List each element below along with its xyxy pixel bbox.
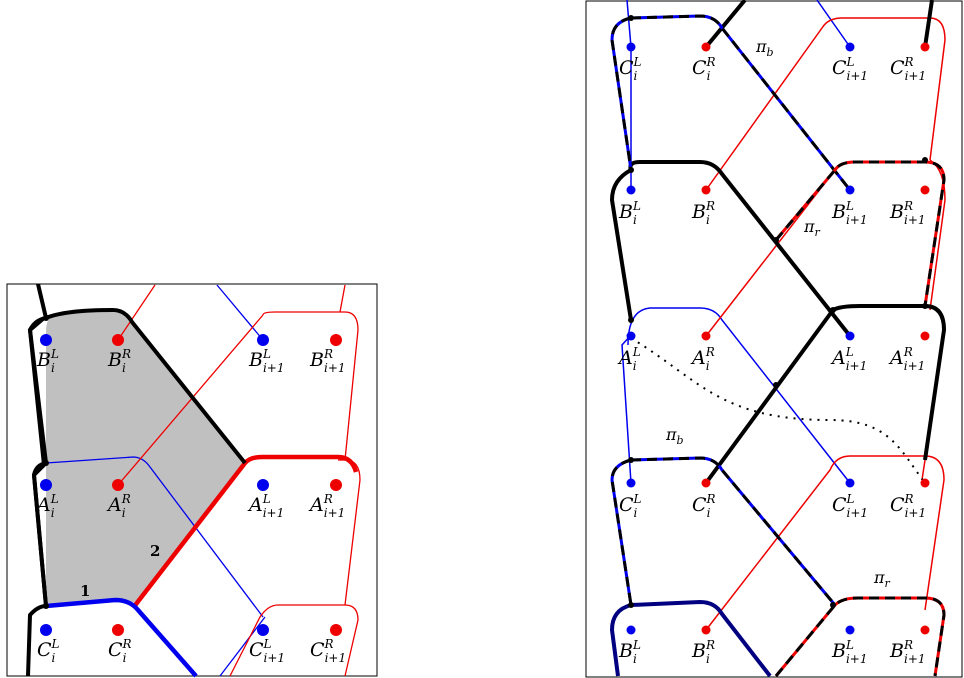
pi-r-mid-label: πr xyxy=(803,217,821,239)
node-A-i-L xyxy=(40,479,52,491)
pi-r-low-path xyxy=(774,596,946,677)
right-thin-blue xyxy=(621,0,851,484)
pi-r-mid-path xyxy=(774,160,946,307)
svg-text:ARi: ARi xyxy=(690,345,715,373)
marker-2: 2 xyxy=(150,542,160,560)
svg-text:CRi: CRi xyxy=(692,492,716,520)
left-nodes xyxy=(40,315,342,636)
node-A-i1-L xyxy=(257,479,269,491)
svg-text:BLi+1: BLi+1 xyxy=(831,199,867,227)
node-A-i1-R xyxy=(330,479,342,491)
right-bottom-thick-path xyxy=(609,599,772,678)
node-A-i-R xyxy=(112,479,124,491)
svg-text:BRi: BRi xyxy=(691,638,715,666)
pi-b-top-label: πb xyxy=(755,37,774,59)
pi-b-low-path xyxy=(610,456,837,606)
svg-text:CRi+1: CRi+1 xyxy=(890,55,926,83)
pi-b-top-path xyxy=(610,14,852,191)
thick-red-path xyxy=(131,454,359,610)
svg-text:BRi+1: BRi+1 xyxy=(889,199,926,227)
svg-text:BLi: BLi xyxy=(618,199,641,227)
node-C-i-R xyxy=(112,624,124,636)
left-panel-frame xyxy=(6,283,378,677)
thin-blue-lines xyxy=(45,284,266,677)
svg-text:ARi+1: ARi+1 xyxy=(888,345,925,373)
svg-text:CRi+1: CRi+1 xyxy=(890,492,926,520)
node-C-i1-R xyxy=(330,624,342,636)
node-C-i-L xyxy=(40,624,52,636)
pi-r-low-label: πr xyxy=(873,568,891,590)
shaded-region xyxy=(46,312,245,606)
pi-b-low-label: πb xyxy=(665,425,684,447)
right-nodes xyxy=(626,15,930,635)
svg-text:BRi+1: BRi+1 xyxy=(889,638,926,666)
svg-text:CLi: CLi xyxy=(619,55,642,83)
svg-text:CRi: CRi xyxy=(692,55,716,83)
svg-text:CLi+1: CLi+1 xyxy=(832,55,868,83)
node-B-i1-R xyxy=(330,334,342,346)
marker-1: 1 xyxy=(80,582,90,600)
thick-blue-path xyxy=(45,597,198,678)
svg-text:BRi: BRi xyxy=(691,199,715,227)
node-C-i1-L xyxy=(257,624,269,636)
node-B-i1-L xyxy=(257,334,269,346)
svg-text:BLi+1: BLi+1 xyxy=(831,638,867,666)
node-B-i-L xyxy=(40,334,52,346)
node-B-i-R xyxy=(112,334,124,346)
svg-text:CLi: CLi xyxy=(619,492,642,520)
right-panel-frame xyxy=(585,0,963,678)
svg-text:CLi+1: CLi+1 xyxy=(832,492,868,520)
svg-text:BLi: BLi xyxy=(618,638,641,666)
svg-text:ALi: ALi xyxy=(617,345,641,373)
right-thin-red xyxy=(705,17,946,631)
svg-text:ALi+1: ALi+1 xyxy=(830,345,867,373)
dotted-curve xyxy=(630,337,926,484)
